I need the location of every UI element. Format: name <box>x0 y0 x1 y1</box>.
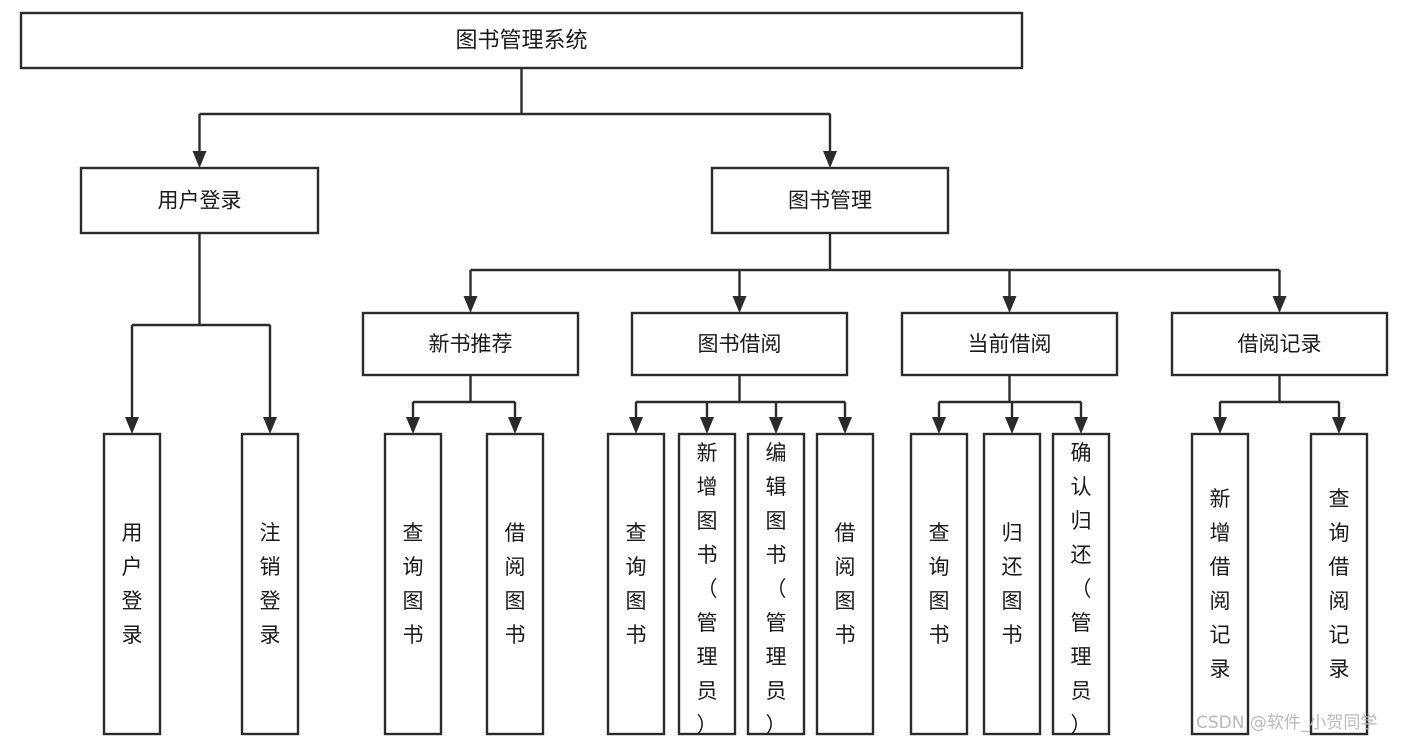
node-label: 确认归还（管理员） <box>1071 441 1092 737</box>
node-leaf-borrow-book-1[interactable]: 借阅图书 <box>485 432 545 736</box>
connector-edges-layer <box>125 68 1346 434</box>
node-box[interactable] <box>630 311 849 377</box>
node-label: 新书推荐 <box>429 332 513 356</box>
node-label: 新增图书（管理员） <box>697 441 718 737</box>
node-box[interactable] <box>1309 432 1369 736</box>
arrow-head-icon <box>932 417 946 434</box>
node-box[interactable] <box>746 432 806 736</box>
node-box[interactable] <box>485 432 545 736</box>
node-label: 借阅记录 <box>1238 332 1322 356</box>
arrow-head-icon <box>463 296 478 313</box>
node-box[interactable] <box>909 432 969 736</box>
arrow-head-icon <box>406 417 420 434</box>
arrow-head-icon <box>508 417 522 434</box>
arrow-head-icon <box>125 417 139 434</box>
node-leaf-logout[interactable]: 注销登录 <box>240 432 300 736</box>
node-root[interactable]: 图书管理系统 <box>19 11 1024 70</box>
node-leaf-query-book-3[interactable]: 查询图书 <box>909 432 969 736</box>
node-box[interactable] <box>900 311 1119 377</box>
node-box[interactable] <box>102 432 162 736</box>
node-label: 图书管理系统 <box>455 29 587 54</box>
node-label: 查询图书 <box>626 521 647 647</box>
node-label: 图书管理 <box>788 189 872 213</box>
node-label: 借阅图书 <box>505 521 526 647</box>
arrow-head-icon <box>629 417 643 434</box>
node-leaf-edit-book[interactable]: 编辑图书（管理员） <box>746 432 806 737</box>
node-new-book-recommend[interactable]: 新书推荐 <box>361 311 580 377</box>
node-box[interactable] <box>1170 311 1389 377</box>
arrow-head-icon <box>1213 417 1227 434</box>
arrow-head-icon <box>192 151 207 168</box>
node-box[interactable] <box>1051 432 1111 736</box>
node-boxes-layer: 图书管理系统用户登录图书管理新书推荐图书借阅当前借阅借阅记录用户登录注销登录查询… <box>19 11 1389 737</box>
node-label: 借阅图书 <box>835 521 856 647</box>
node-leaf-return-book[interactable]: 归还图书 <box>982 432 1042 736</box>
node-label: 查询借阅记录 <box>1329 487 1350 681</box>
arrow-head-icon <box>700 417 714 434</box>
arrow-head-icon <box>1332 417 1346 434</box>
arrow-head-icon <box>1005 417 1019 434</box>
node-label: 查询图书 <box>403 521 424 647</box>
node-leaf-add-record[interactable]: 新增借阅记录 <box>1190 432 1250 736</box>
arrow-head-icon <box>1272 296 1287 313</box>
node-box[interactable] <box>606 432 666 736</box>
arrow-head-icon <box>823 151 837 168</box>
arrow-head-icon <box>1002 296 1017 313</box>
node-box[interactable] <box>982 432 1042 736</box>
node-leaf-add-book[interactable]: 新增图书（管理员） <box>677 432 737 737</box>
arrow-head-icon <box>732 296 747 313</box>
node-user-login[interactable]: 用户登录 <box>79 166 320 235</box>
node-book-manage[interactable]: 图书管理 <box>710 166 950 235</box>
node-current-borrow[interactable]: 当前借阅 <box>900 311 1119 377</box>
node-label: 图书借阅 <box>698 332 782 356</box>
csdn-watermark: CSDN @软件_小贺同学 <box>1196 713 1377 733</box>
node-leaf-query-record[interactable]: 查询借阅记录 <box>1309 432 1369 736</box>
node-label: 用户登录 <box>158 189 242 213</box>
node-borrow-record[interactable]: 借阅记录 <box>1170 311 1389 377</box>
arrow-head-icon <box>263 417 277 434</box>
node-leaf-confirm-return[interactable]: 确认归还（管理员） <box>1051 432 1111 737</box>
node-box[interactable] <box>79 166 320 235</box>
node-label: 当前借阅 <box>968 332 1052 356</box>
node-leaf-query-book-1[interactable]: 查询图书 <box>383 432 443 736</box>
node-leaf-borrow-book-2[interactable]: 借阅图书 <box>815 432 875 736</box>
node-box[interactable] <box>677 432 737 736</box>
node-label: 用户登录 <box>122 521 143 647</box>
node-box[interactable] <box>1190 432 1250 736</box>
node-box[interactable] <box>815 432 875 736</box>
node-leaf-user-login[interactable]: 用户登录 <box>102 432 162 736</box>
node-label: 编辑图书（管理员） <box>766 441 787 737</box>
arrow-head-icon <box>838 417 852 434</box>
node-box[interactable] <box>240 432 300 736</box>
node-box[interactable] <box>383 432 443 736</box>
node-book-borrow[interactable]: 图书借阅 <box>630 311 849 377</box>
arrow-head-icon <box>769 417 783 434</box>
node-leaf-query-book-2[interactable]: 查询图书 <box>606 432 666 736</box>
node-label: 归还图书 <box>1002 521 1023 647</box>
node-box[interactable] <box>361 311 580 377</box>
node-label: 注销登录 <box>260 521 281 647</box>
arrow-head-icon <box>1074 417 1088 434</box>
node-box[interactable] <box>710 166 950 235</box>
node-label: 查询图书 <box>929 521 950 647</box>
node-label: 新增借阅记录 <box>1210 487 1231 681</box>
node-box[interactable] <box>19 11 1024 70</box>
